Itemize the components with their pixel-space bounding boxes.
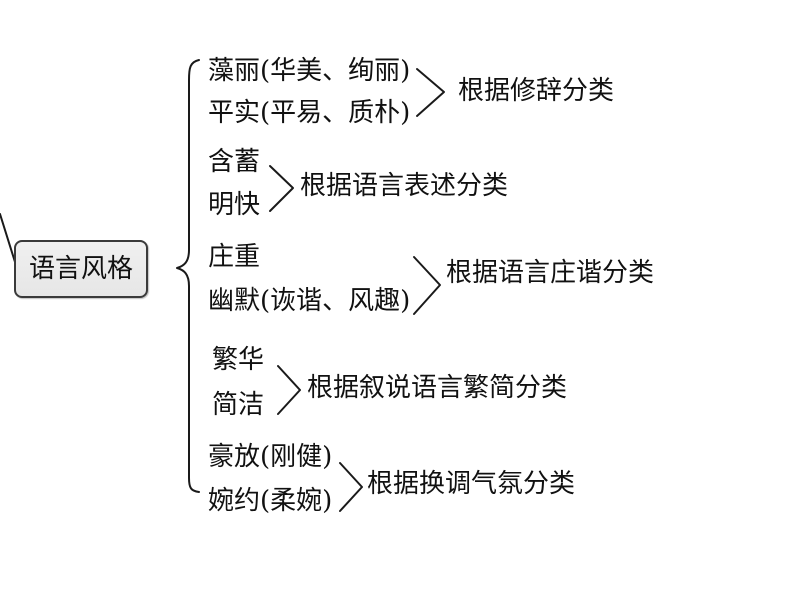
branch-group-atmosphere: 豪放(刚健) 婉约(柔婉) 根据换调气氛分类 [205, 438, 595, 520]
branch-group-rhetoric: 藻丽(华美、绚丽) 平实(平易、质朴) 根据修辞分类 [205, 52, 625, 132]
style-item: 庄重 [208, 242, 261, 272]
style-item: 藻丽(华美、绚丽) [208, 56, 411, 86]
root-node-label: 语言风格 [28, 254, 133, 284]
style-item: 平实(平易、质朴) [208, 98, 411, 128]
group-bracket-rhetoric [416, 68, 445, 117]
style-item: 婉约(柔婉) [208, 486, 333, 516]
main-brace [176, 59, 200, 493]
style-item: 幽默(诙谐、风趣) [208, 286, 411, 316]
classification-basis: 根据换调气氛分类 [367, 469, 576, 499]
classification-basis: 根据语言庄谐分类 [446, 258, 655, 288]
group-bracket-atmosphere [339, 462, 363, 512]
branch-group-complexity: 繁华 简洁 根据叙说语言繁简分类 [205, 341, 585, 424]
style-item: 明快 [208, 190, 261, 220]
style-item: 简洁 [212, 390, 265, 420]
style-item: 繁华 [212, 345, 265, 375]
branch-group-expression: 含蓄 明快 根据语言表述分类 [205, 143, 525, 225]
connector-line [0, 213, 16, 263]
branch-group-tone: 庄重 幽默(诙谐、风趣) 根据语言庄谐分类 [205, 238, 665, 320]
classification-basis: 根据修辞分类 [458, 76, 615, 106]
group-bracket-complexity [277, 365, 301, 415]
group-bracket-tone [413, 256, 441, 315]
group-bracket-expression [269, 165, 294, 212]
root-node: 语言风格 [14, 240, 148, 298]
classification-basis: 根据叙说语言繁简分类 [307, 373, 568, 403]
style-item: 豪放(刚健) [208, 442, 333, 472]
classification-basis: 根据语言表述分类 [300, 171, 509, 201]
style-item: 含蓄 [208, 147, 261, 177]
